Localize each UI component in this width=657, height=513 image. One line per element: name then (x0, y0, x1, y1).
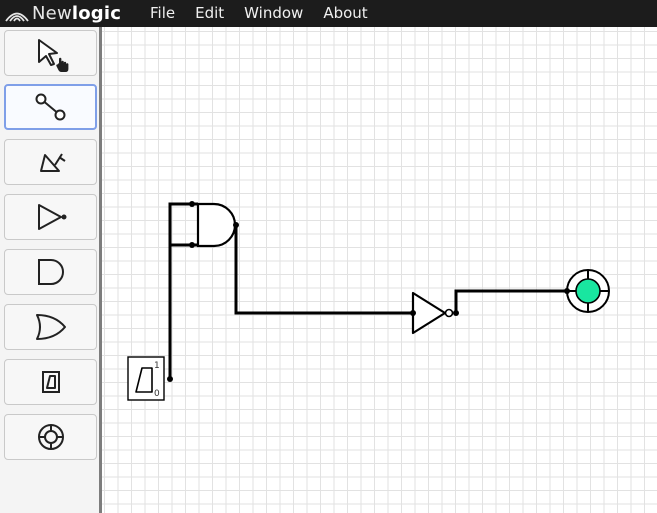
app-title: Newlogic (32, 2, 122, 24)
app-title-part2: logic (71, 2, 122, 24)
wire-switch-to-and[interactable] (168, 202, 198, 379)
switch-tool[interactable] (4, 359, 97, 405)
circuit-canvas[interactable]: 1 0 (102, 27, 657, 513)
input-switch[interactable]: 1 0 (127, 356, 165, 401)
not-output-pin[interactable] (453, 310, 459, 316)
wire-connector-icon (35, 93, 65, 121)
or-gate-tool[interactable] (4, 304, 97, 350)
app-brand: Newlogic (0, 4, 140, 24)
wire-and-to-not[interactable] (234, 225, 413, 315)
wire-not-to-output[interactable] (454, 289, 565, 313)
and-gate[interactable] (170, 202, 237, 248)
not-input-pin[interactable] (410, 310, 416, 316)
menu-file[interactable]: File (150, 4, 176, 22)
menu-bar: Newlogic File Edit Window About (0, 0, 657, 27)
not-gate-tool[interactable] (4, 194, 97, 240)
and-gate-icon (37, 259, 64, 285)
tool-palette (0, 27, 102, 513)
menu-window[interactable]: Window (244, 4, 304, 22)
app-title-part1: New (32, 2, 72, 24)
and-gate-tool[interactable] (4, 249, 97, 295)
menu-edit[interactable]: Edit (195, 4, 225, 22)
and-input-b-pin[interactable] (189, 242, 195, 248)
or-gate-icon (35, 314, 66, 340)
wire-tool[interactable] (4, 84, 97, 130)
transistor-icon (39, 153, 66, 172)
transistor-tool[interactable] (4, 139, 97, 185)
output-led-lamp (575, 278, 601, 304)
not-gate[interactable] (411, 291, 454, 335)
select-tool[interactable] (4, 30, 97, 76)
menu-about[interactable]: About (323, 4, 368, 22)
cursor-arrow-icon (37, 39, 68, 72)
output-tool[interactable] (4, 414, 97, 460)
output-led-icon (37, 424, 64, 450)
newlogic-logo-icon (5, 12, 29, 22)
circuit-diagram: 1 0 (127, 201, 610, 401)
and-output-pin[interactable] (233, 222, 239, 228)
output-led[interactable] (566, 269, 610, 313)
and-input-a-pin[interactable] (189, 201, 195, 207)
switch-off-label: 0 (154, 389, 160, 399)
output-input-pin[interactable] (564, 288, 570, 294)
switch-on-label: 1 (154, 361, 160, 371)
not-gate-icon (37, 204, 66, 230)
switch-output-pin[interactable] (167, 376, 173, 382)
switch-icon (41, 371, 60, 393)
connection-points (167, 201, 570, 382)
